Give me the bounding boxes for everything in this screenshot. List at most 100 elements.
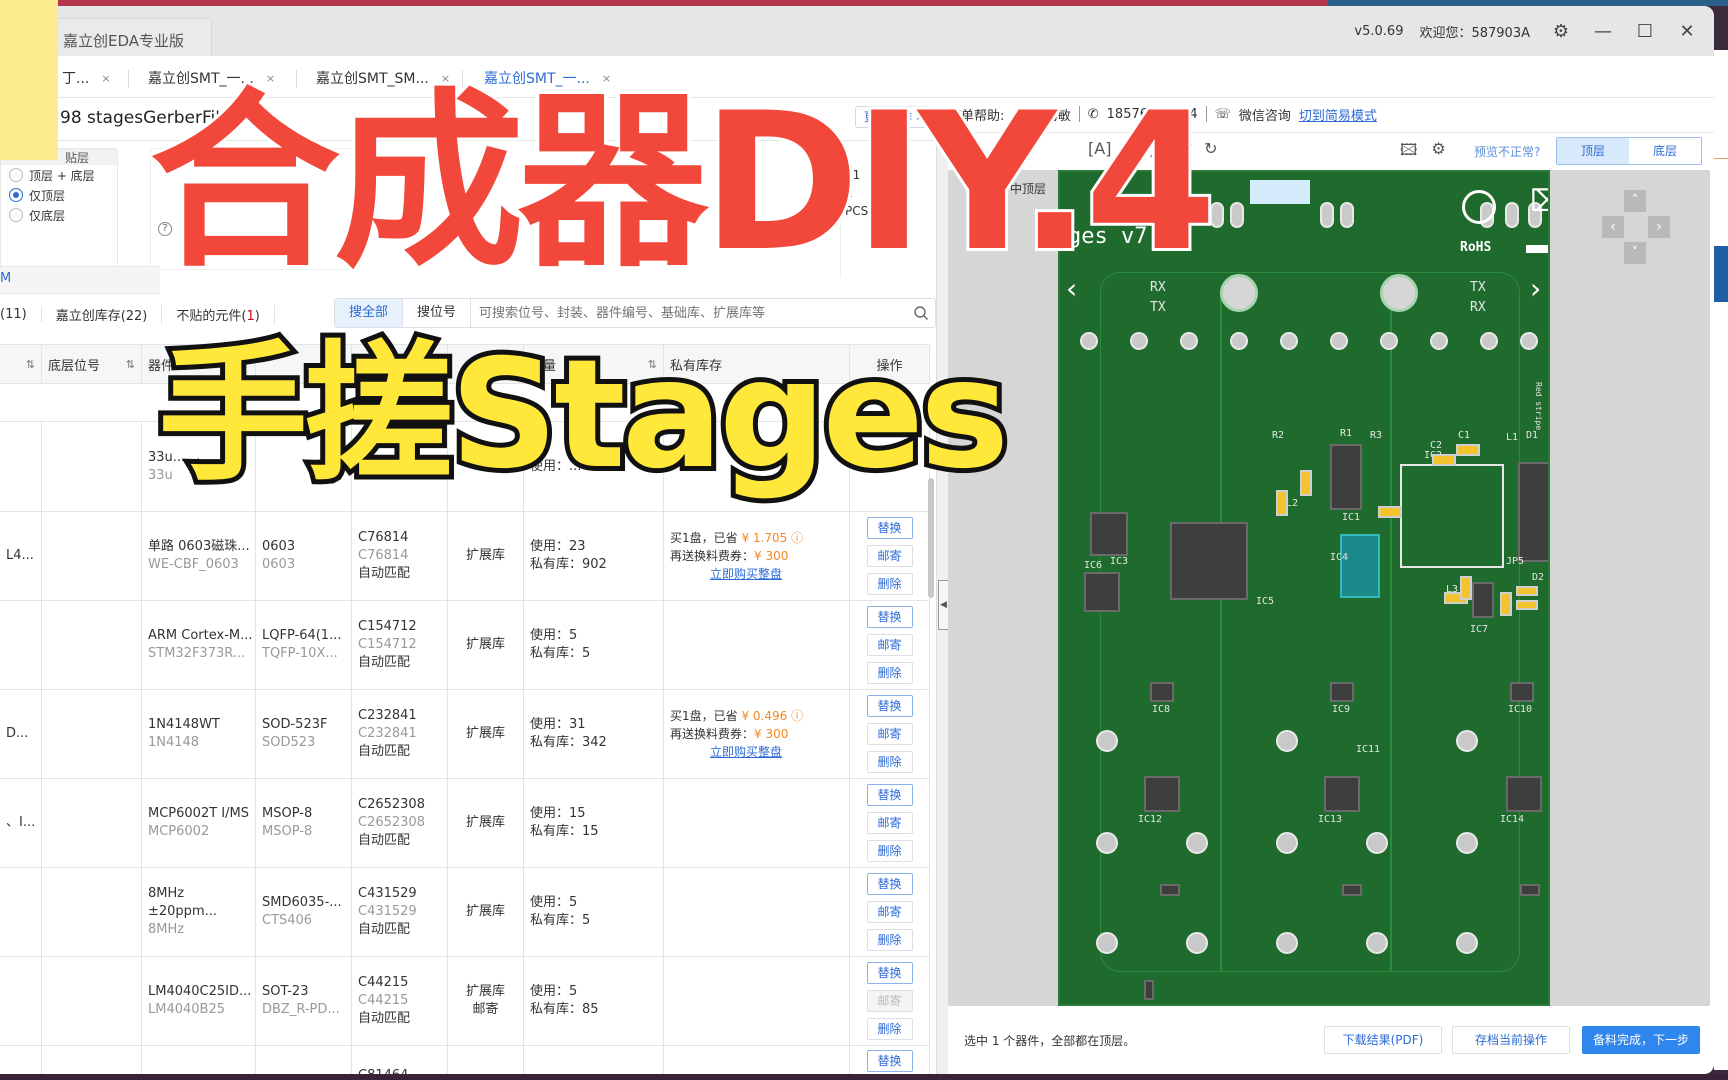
col-package[interactable]: ⇅	[256, 345, 352, 383]
close-tab-icon[interactable]: ×	[601, 71, 612, 85]
radio-checked-icon[interactable]	[9, 188, 23, 202]
col-usage[interactable]: 用量⇅	[524, 345, 664, 383]
table-row[interactable]: ARM Cortex-M...STM32F373R... LQFP-64(1..…	[0, 601, 930, 690]
delete-button[interactable]: 删除	[866, 662, 913, 684]
minimize-icon[interactable]: —	[1594, 20, 1612, 42]
mail-button[interactable]: 邮寄	[866, 812, 913, 834]
radio-bottom-only[interactable]: 仅底层	[1, 205, 117, 225]
col-ref[interactable]: ⇅	[0, 345, 42, 383]
more-ops-button[interactable]: 更多操作 ›	[855, 106, 930, 128]
mail-button[interactable]: 邮寄	[866, 723, 913, 745]
download-pdf-button[interactable]: 下载结果(PDF)	[1324, 1026, 1442, 1054]
close-tab-icon[interactable]: ×	[265, 71, 276, 85]
filter-tab-not-placed[interactable]: 不贴的元件(1)	[162, 304, 275, 324]
arc-icon[interactable]: ⌓	[1123, 139, 1137, 158]
close-tab-icon[interactable]: ×	[440, 71, 451, 85]
radio-top-only[interactable]: 仅顶层	[1, 185, 117, 205]
filter-tab-all[interactable]: (11)	[0, 306, 42, 322]
sort-icon[interactable]: ⇅	[25, 357, 35, 371]
save-progress-button[interactable]: 存档当前操作	[1452, 1026, 1570, 1054]
finish-next-button[interactable]: 备料完成，下一步	[1582, 1026, 1700, 1054]
pcb-prev-arrow[interactable]: ‹	[1066, 272, 1078, 305]
delete-button[interactable]: 删除	[866, 1018, 913, 1040]
table-row[interactable]: C81464 替换	[0, 1046, 930, 1074]
mail-button[interactable]: 邮寄	[866, 634, 913, 656]
pan-left-button[interactable]: ‹	[1602, 216, 1624, 238]
table-row[interactable]: 33u...33u 使用：...	[0, 422, 930, 512]
replace-button[interactable]: 替换	[866, 695, 913, 717]
cell-package: SMD6035-...CTS406	[256, 868, 352, 956]
flip-v-icon[interactable]: ⏄	[1176, 143, 1193, 162]
help-icon[interactable]: ?	[158, 222, 172, 236]
col-code[interactable]	[352, 345, 448, 383]
table-row[interactable]: 8MHz ±20ppm...8MHz SMD6035-...CTS406 C43…	[0, 868, 930, 957]
search-input[interactable]	[471, 299, 907, 327]
wechat-consult[interactable]: 微信咨询	[1238, 108, 1291, 124]
table-scrollbar[interactable]	[928, 478, 934, 598]
replace-button[interactable]: 替换	[866, 873, 913, 895]
delete-button[interactable]: 删除	[866, 840, 913, 862]
gear-icon[interactable]: ⚙	[1552, 20, 1570, 42]
search-ref-button[interactable]: 搜位号	[403, 299, 472, 327]
text-box-icon[interactable]: [A]	[1088, 139, 1112, 158]
mail-button[interactable]: 邮寄	[866, 545, 913, 567]
radio-icon[interactable]	[9, 208, 23, 222]
flip-h-icon[interactable]: ⏃	[1148, 143, 1165, 162]
pan-right-button[interactable]: ›	[1648, 216, 1670, 238]
doc-tab-3[interactable]: 嘉立创SMT_SM... ×	[316, 68, 450, 88]
radio-icon[interactable]	[9, 168, 23, 182]
maximize-icon[interactable]: ☐	[1636, 20, 1654, 42]
sort-icon[interactable]: ⇅	[335, 357, 345, 371]
image-icon[interactable]: 🖾	[1400, 140, 1418, 159]
close-tab-icon[interactable]: ×	[101, 71, 111, 85]
sort-icon[interactable]: ⇅	[647, 357, 657, 371]
buy-reel-link[interactable]: 立即购买整盘	[710, 567, 783, 581]
pan-down-button[interactable]: ˅	[1624, 242, 1646, 264]
mail-button[interactable]: 邮寄	[866, 901, 913, 923]
pcb-render[interactable]: ⌧ RoHS ges v7 RX TX TX RX	[1058, 170, 1550, 1006]
preview-abnormal-link[interactable]: 预览不正常?	[1474, 145, 1541, 159]
filter-tab-jlc-stock[interactable]: 嘉立创库存(22)	[42, 304, 163, 324]
delete-button[interactable]: 删除	[866, 573, 913, 595]
search-icon[interactable]	[907, 299, 935, 327]
bom-tag[interactable]: M	[0, 266, 160, 294]
tool-icons: [A] ⌓ ⏃ ⏄ ↻	[1088, 139, 1218, 163]
pad	[1280, 332, 1298, 350]
replace-button[interactable]: 替换	[866, 606, 913, 628]
radio-top-bottom[interactable]: 顶层 + 底层	[1, 165, 117, 185]
cell-actions: 替换 邮寄 删除	[850, 868, 930, 956]
buy-reel-link[interactable]: 立即购买整盘	[710, 745, 783, 759]
search-all-button[interactable]: 搜全部	[335, 299, 404, 327]
sort-icon[interactable]: ⇅	[507, 357, 517, 371]
delete-button[interactable]: 删除	[866, 751, 913, 773]
col-library[interactable]: ⇅	[448, 345, 524, 383]
simple-mode-link[interactable]: 切到简易模式	[1298, 108, 1377, 124]
doc-tab-2[interactable]: 嘉立创SMT_一... ×	[148, 68, 275, 88]
rotate-icon[interactable]: ↻	[1204, 139, 1218, 158]
close-icon[interactable]: ✕	[1679, 20, 1695, 42]
replace-button[interactable]: 替换	[866, 962, 913, 984]
gear-icon[interactable]: ⚙	[1431, 139, 1446, 158]
layer-top-button[interactable]: 顶层	[1557, 138, 1629, 164]
replace-button[interactable]: 替换	[866, 1050, 913, 1072]
part-sub: MCP6002	[148, 824, 210, 839]
chip-ic13	[1324, 776, 1360, 812]
layer-bottom-button[interactable]: 底层	[1652, 144, 1677, 158]
replace-button[interactable]: 替换	[866, 784, 913, 806]
pcb-next-arrow[interactable]: ›	[1530, 272, 1542, 305]
sort-icon[interactable]: ⇅	[125, 357, 135, 371]
pcb-viewer[interactable]: 中顶层 ⌧ RoHS	[948, 170, 1710, 1006]
replace-button[interactable]: 替换	[866, 517, 913, 539]
pan-up-button[interactable]: ˄	[1624, 190, 1646, 212]
doc-tab-4-active[interactable]: 嘉立创SMT_一... ×	[484, 68, 611, 88]
delete-button[interactable]: 删除	[866, 929, 913, 951]
doc-tab-1[interactable]: 丁... ×	[62, 68, 111, 88]
col-bottom-ref[interactable]: 底层位号⇅	[42, 345, 142, 383]
cell-part: 单路 0603磁珠...WE-CBF_0603	[142, 512, 256, 600]
app-tab[interactable]: 嘉立创EDA专业版	[52, 18, 212, 56]
col-part[interactable]: 器件	[142, 345, 256, 383]
